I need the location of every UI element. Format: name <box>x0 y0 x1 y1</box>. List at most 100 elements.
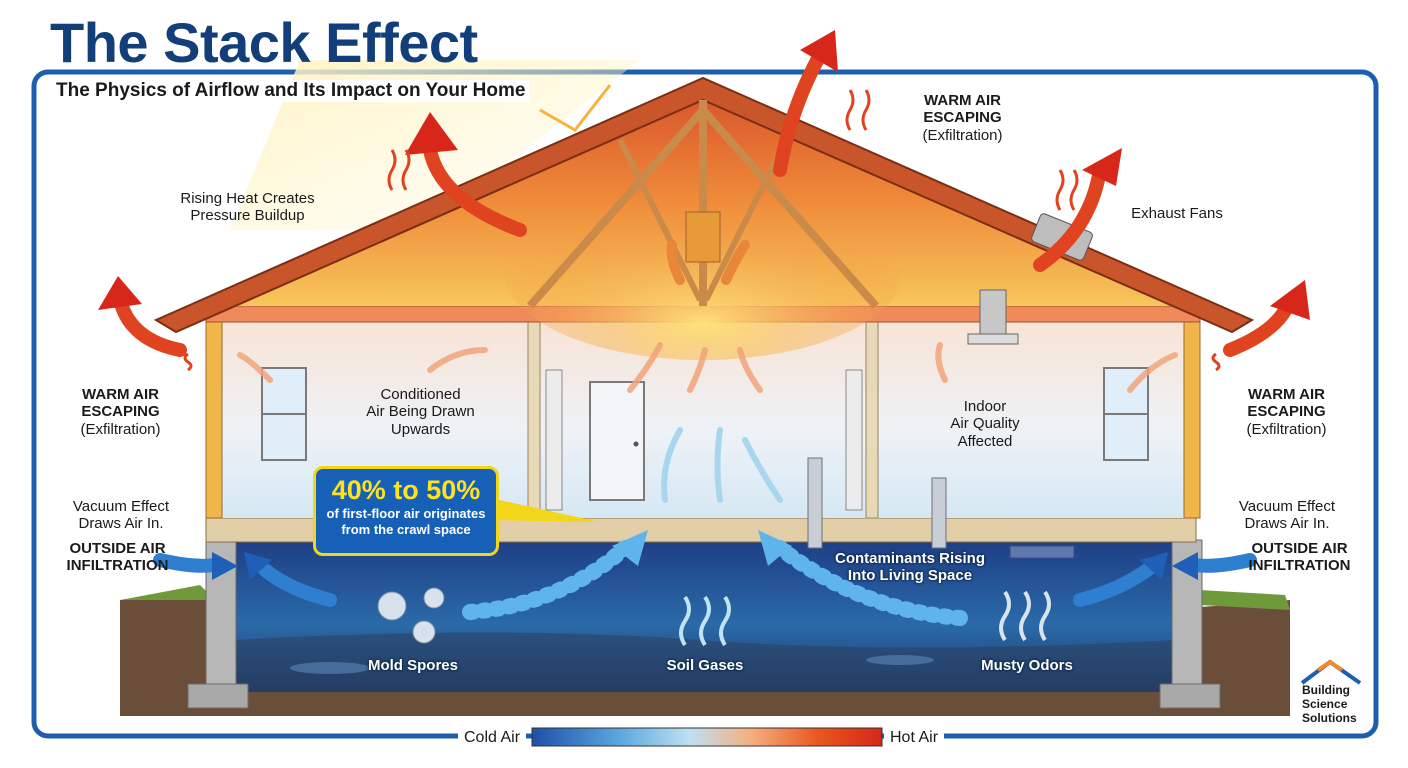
soil-gas-wave <box>699 595 711 647</box>
cool-rising-arrow <box>714 427 723 503</box>
contaminant-arrow <box>772 540 968 626</box>
legend-gradient-bar <box>531 727 883 747</box>
page-subtitle: The Physics of Airflow and Its Impact on… <box>52 80 530 102</box>
label-line: WARM AIR <box>924 92 1001 109</box>
heat-wave <box>183 352 193 372</box>
brand-name: Building Science Solutions <box>1302 683 1357 725</box>
roof <box>153 76 1255 334</box>
crawl-space-statistic-callout: 40% to 50% of first-floor air originates… <box>313 466 499 556</box>
warm-drift-arrow <box>737 347 763 393</box>
mold-spore <box>423 587 445 609</box>
attic-heat-arrow <box>721 240 750 285</box>
footing-left <box>187 683 249 709</box>
cold-arrow <box>258 563 337 607</box>
label-line: Into Living Space <box>847 567 973 585</box>
label-line: Conditioned <box>380 386 461 403</box>
vacuum-effect-right-label: Vacuum Effect Draws Air In. <box>1222 498 1352 533</box>
warm-drift-arrow <box>687 347 708 393</box>
crawl-floor <box>232 632 1174 692</box>
cool-rising-arrow <box>661 427 683 503</box>
heat-wave <box>845 89 855 131</box>
brand-line: Solutions <box>1302 710 1357 725</box>
heat-wave <box>1211 352 1221 372</box>
label-line: Draws Air In. <box>78 515 164 533</box>
partition <box>865 321 879 519</box>
contaminant-arrowhead <box>612 530 648 566</box>
warm-drift-arrow <box>627 342 663 393</box>
brand-logo-roof <box>1316 659 1344 672</box>
label-line: INFILTRATION <box>66 557 169 575</box>
contaminant-arrow <box>462 540 633 620</box>
warm-drift-arrow <box>935 342 948 383</box>
wall-left <box>205 317 223 519</box>
page-title: The Stack Effect <box>50 11 478 74</box>
label-line: ESCAPING <box>1247 403 1326 421</box>
label-line: Contaminants Rising <box>834 550 985 567</box>
brand-line: Science <box>1302 696 1348 711</box>
label-line: Air Being Drawn <box>366 403 475 421</box>
cold-arrowhead <box>244 552 272 580</box>
brand-logo-icon <box>1300 659 1362 685</box>
rising-heat-label: Rising Heat Creates Pressure Buildup <box>160 190 335 225</box>
pipe <box>807 457 823 549</box>
attic-vent <box>685 211 721 263</box>
callout-pointer <box>490 498 600 522</box>
cold-arrowhead <box>212 552 238 580</box>
cold-arrowhead <box>1140 552 1168 580</box>
pipe <box>1009 545 1075 559</box>
partition <box>527 321 541 519</box>
soil-gas-wave <box>679 595 691 647</box>
truss <box>703 138 789 302</box>
door-side <box>845 369 863 511</box>
conditioned-air-label: Conditioned Air Being Drawn Upwards <box>348 386 493 438</box>
warm-drift-arrow <box>237 352 273 383</box>
cold-arrow <box>1073 561 1157 607</box>
label-line: Pressure Buildup <box>190 207 305 225</box>
mold-spores-label: Mold Spores <box>367 657 458 674</box>
hot-arrowhead <box>1082 148 1122 186</box>
window-left <box>261 367 307 461</box>
label-line: Rising Heat Creates <box>180 190 315 207</box>
soil-gas-wave <box>719 595 731 647</box>
label-line: Vacuum Effect <box>1238 498 1336 515</box>
warm-air-escaping-left-label: WARM AIR ESCAPING (Exfiltration) <box>58 386 183 438</box>
outside-air-infiltration-right-label: OUTSIDE AIR INFILTRATION <box>1232 540 1367 575</box>
label-line: Air Quality <box>950 415 1020 433</box>
heat-wave <box>1055 169 1065 211</box>
hot-arrowhead <box>405 112 458 155</box>
label-line: OUTSIDE AIR <box>69 540 166 557</box>
window-right <box>1103 367 1149 461</box>
label-line: (Exfiltration) <box>80 420 161 438</box>
mold-spore <box>377 591 407 621</box>
label-line: ESCAPING <box>81 403 160 421</box>
soil-gases-label: Soil Gases <box>666 657 744 674</box>
cold-arrowhead <box>1172 552 1198 580</box>
cold-arrow <box>1188 553 1257 573</box>
footing-right <box>1159 683 1221 709</box>
label-line: WARM AIR <box>82 386 159 403</box>
duct <box>979 289 1007 339</box>
warm-drift-arrow <box>427 347 488 373</box>
heat-wave <box>387 149 397 191</box>
label-line: Indoor <box>963 398 1007 415</box>
legend-hot-label: Hot Air <box>884 729 945 747</box>
hot-arrowhead <box>800 30 838 72</box>
label-line: INFILTRATION <box>1248 557 1351 575</box>
grass-left <box>120 585 215 600</box>
callout-line: from the crawl space <box>341 521 471 537</box>
contaminants-rising-label: Contaminants Rising Into Living Space <box>830 550 990 585</box>
label-line: OUTSIDE AIR <box>1251 540 1348 557</box>
legend-cold-label: Cold Air <box>458 729 527 747</box>
truss <box>617 138 703 302</box>
sun-arrow <box>539 84 612 132</box>
warm-drift-arrow <box>1127 352 1178 393</box>
door <box>589 381 645 501</box>
mold-spore <box>412 620 436 644</box>
odor-wave <box>1039 590 1051 642</box>
heat-wave <box>861 89 871 131</box>
callout-headline: 40% to 50% <box>331 475 481 505</box>
puddle <box>866 655 934 665</box>
puddle <box>290 662 370 674</box>
vacuum-effect-left-label: Vacuum Effect Draws Air In. <box>56 498 186 533</box>
